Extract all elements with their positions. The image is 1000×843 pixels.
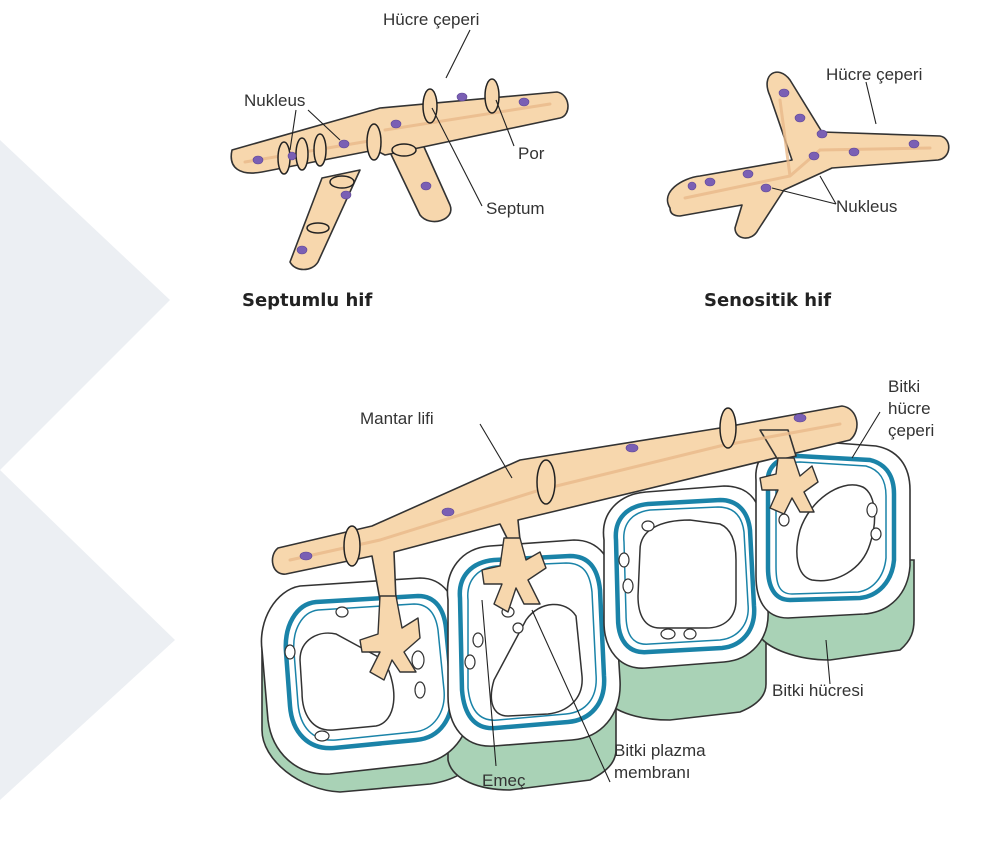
- nucleus: [795, 114, 805, 122]
- label-plant-cell: Bitki hücresi: [772, 681, 864, 700]
- septum-ring: [367, 124, 381, 160]
- nucleus: [779, 89, 789, 97]
- septum-ring: [344, 526, 360, 566]
- nucleus: [626, 444, 638, 452]
- nucleus: [909, 140, 919, 148]
- label-nucleus-coenocytic: Nukleus: [836, 197, 897, 216]
- nucleus: [519, 98, 529, 106]
- label-fungal-hypha: Mantar lifi: [360, 409, 434, 428]
- label-plant-membrane-2: membranı: [614, 763, 691, 782]
- nucleus: [809, 152, 819, 160]
- nucleus: [794, 414, 806, 422]
- nucleus: [849, 148, 859, 156]
- caption-septate-hypha: Septumlu hif: [242, 290, 372, 311]
- nucleus: [743, 170, 753, 178]
- nucleus: [421, 182, 431, 190]
- label-nucleus-septate: Nukleus: [244, 91, 305, 110]
- label-pore: Por: [518, 144, 545, 163]
- septum-ring: [537, 460, 555, 504]
- nucleus: [300, 552, 312, 560]
- septum-ring: [720, 408, 736, 448]
- septum-ring: [485, 79, 499, 113]
- nucleus: [817, 130, 827, 138]
- label-cell-wall-coenocytic: Hücre çeperi: [826, 65, 922, 84]
- nucleus: [457, 93, 467, 101]
- nucleus: [705, 178, 715, 186]
- nucleus: [391, 120, 401, 128]
- label-haustorium: Emeç: [482, 771, 526, 790]
- septum-ring: [392, 144, 416, 156]
- nucleus: [253, 156, 263, 164]
- nucleus: [288, 152, 296, 160]
- nucleus: [442, 508, 454, 516]
- coenocytic-hypha: [667, 72, 948, 238]
- label-plant-wall-3: çeperi: [888, 421, 934, 440]
- caption-coenocytic-hypha: Senositik hif: [704, 290, 831, 311]
- nucleus: [339, 140, 349, 148]
- septum-ring: [330, 176, 354, 188]
- septum-ring: [314, 134, 326, 166]
- label-plant-wall-1: Bitki: [888, 377, 920, 396]
- nucleus: [761, 184, 771, 192]
- nucleus: [688, 182, 696, 190]
- label-plant-membrane-1: Bitki plazma: [614, 741, 706, 760]
- label-septum: Septum: [486, 199, 545, 218]
- watermark: [0, 140, 175, 800]
- label-cell-wall-septate: Hücre çeperi: [383, 10, 479, 29]
- nucleus: [297, 246, 307, 254]
- nucleus: [341, 191, 351, 199]
- septum-ring: [296, 138, 308, 170]
- label-plant-wall-2: hücre: [888, 399, 931, 418]
- septum-ring: [423, 89, 437, 123]
- septum-ring: [307, 223, 329, 233]
